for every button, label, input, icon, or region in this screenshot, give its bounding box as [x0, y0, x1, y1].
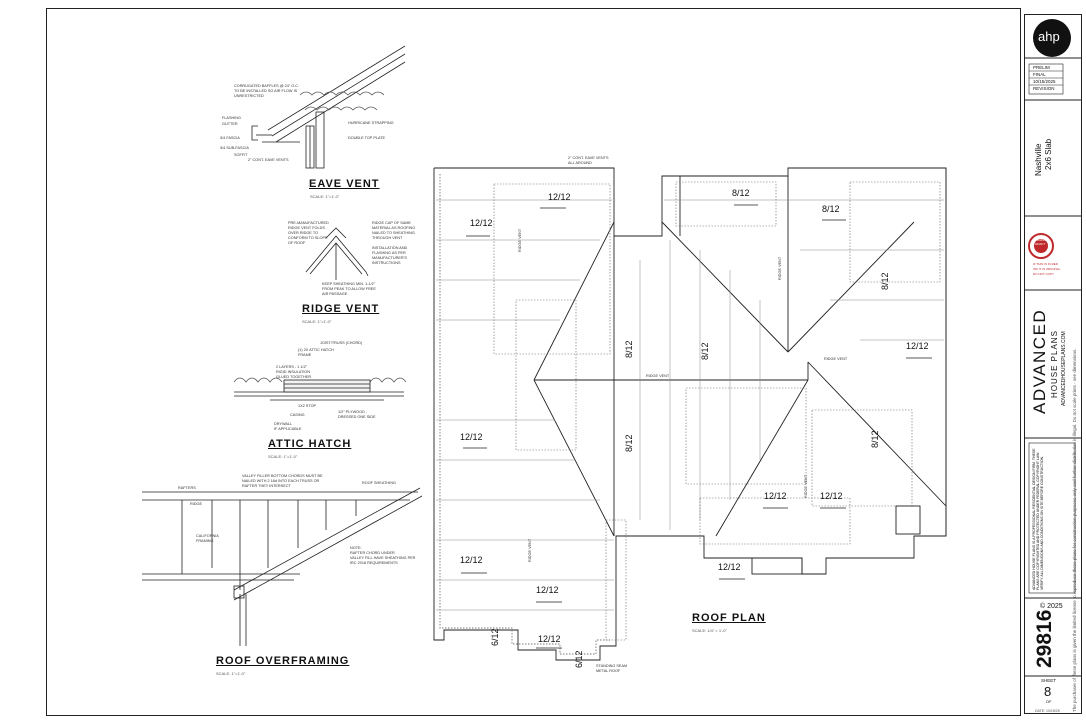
pitch-label: 6/12 [490, 628, 500, 646]
ridge-vent-label: RIDGE VENT [824, 357, 848, 361]
eave-vent-drawing [251, 45, 406, 169]
overframing-note-ridge: RIDGE [190, 502, 203, 506]
pitch-label: 6/12 [574, 650, 584, 668]
badge-note: IF THIS IS IN RED INK IT IS ORIGINAL DO … [1033, 262, 1061, 276]
eave-note-gutter: GUTTER [222, 122, 238, 126]
sheet-border [46, 8, 1021, 716]
ridge-vent-label: RIDGE VENT [646, 374, 670, 378]
sheet-label: SHEET [1041, 678, 1057, 683]
copyright: © 2025 [1040, 603, 1063, 610]
original-stamp [1028, 233, 1054, 259]
pitch-label: 12/12 [460, 555, 483, 565]
plan-number: 29816 [1033, 609, 1056, 668]
attic-hatch-title: ATTIC HATCH [268, 438, 352, 450]
plan-name: Nashville [1034, 143, 1043, 176]
roof-plan-bottom-note: STANDING SEAM METAL ROOF [596, 664, 628, 673]
roof-plan-title: ROOF PLAN [692, 612, 766, 624]
attic-note-plywood: 1/2" PLYWOOD - DRESSED ONE SIDE [338, 410, 376, 419]
sheet-of: OF [1046, 699, 1052, 704]
pitch-label: 12/12 [718, 562, 741, 572]
pitch-label: 12/12 [764, 491, 787, 501]
ridge-note-sheathing: KEEP SHEATHING MIN. 1-1/2" FROM PEAK TO … [322, 282, 376, 296]
attic-note-joist: JOIST/TRUSS (CHORD) [320, 341, 363, 345]
pitch-label: 8/12 [822, 204, 840, 214]
sheet-date: DATE: 10/15/25 [1035, 709, 1060, 713]
ridge-vent-label: RIDGE VENT [518, 228, 522, 252]
roof-plan-scale: SCALE: 1/4" = 1'-0" [692, 628, 727, 633]
pitch-label: 12/12 [906, 341, 929, 351]
legal-text: ADVANCED HOUSE PLANS IS A PROFESSIONAL R… [1032, 448, 1044, 590]
pitch-label: 12/12 [538, 634, 561, 644]
eave-vent-title: EAVE VENT [309, 178, 380, 190]
ridge-vent-label: RIDGE VENT [778, 256, 782, 280]
overframing-note-california: CALIFORNIA FRAMING [196, 534, 219, 543]
attic-note-stop: 1X2 STOP [298, 404, 317, 408]
company-name: ADVANCED [1030, 308, 1049, 414]
eave-note-strapping: HURRICANE STRAPPING [348, 121, 394, 125]
company-tagline: HOUSE PLANS [1050, 330, 1059, 398]
title-block [1024, 14, 1082, 714]
ridge-note-cap: RIDGE CAP OF SAME MATERIAL AS ROOFING NA… [372, 221, 416, 240]
pitch-label: 8/12 [624, 340, 634, 358]
badge-text: ORIGINAL DRAFT [1033, 238, 1048, 246]
status-date: 10/15/2025 [1033, 79, 1056, 84]
pitch-label: 12/12 [548, 192, 571, 202]
status-final: FINAL [1033, 72, 1046, 77]
pitch-label: 12/12 [460, 432, 483, 442]
company-website: ADVANCEDHOUSEPLANS.COM [1061, 331, 1067, 406]
ridge-vent-label: RIDGE VENT [804, 474, 808, 498]
ridge-vent-label: RIDGE VENT [528, 538, 532, 562]
ridge-note-install: INSTALLATION AND FLASHING AS PER MANUFAC… [372, 246, 408, 265]
eave-vent-scale: SCALE: 1"=1'-0" [310, 194, 340, 199]
overframing-note-rafters: RAFTERS [178, 486, 196, 490]
status-prelim: PRELIM [1033, 65, 1050, 70]
logo-badge [1033, 19, 1071, 57]
ridge-note-vent: PRE-MANUFACTURED RIDGE VENT FOLDS OVER R… [288, 221, 329, 245]
attic-note-frame: (1) 2X ATTIC HATCH FRAME [298, 348, 334, 357]
attic-note-insulation: 2 LAYERS - 1 1/2" RIGID INSULATION GLUED… [276, 365, 312, 379]
overframing-note-sheathing: ROOF SHEATHING [362, 481, 396, 485]
overframing-note-valley: VALLEY FILLER BOTTOM CHORDS MUST BE NAIL… [242, 474, 323, 488]
pitch-label: 12/12 [470, 218, 493, 228]
pitch-label: 8/12 [624, 434, 634, 452]
company-logo: ahp [1038, 29, 1060, 44]
eave-note-baffles: CORRUGATED BAFFLES @ 24" O.C. TO BE INST… [234, 84, 300, 98]
eave-note-vents: 2" CONT. EAVE VENTS [248, 158, 289, 162]
roof-overframing-scale: SCALE: 1"=1'-0" [216, 671, 246, 676]
eave-note-topplate: DOUBLE TOP PLATE [348, 136, 386, 140]
pitch-label: 8/12 [700, 342, 710, 360]
eave-note-subfascia: 3/4 SUB-FASCIA [220, 146, 249, 150]
disclaimer: The purchaser of these plans is given th… [1072, 348, 1077, 712]
roof-plan-top-note: 2" CONT. EAVE VENTS ALL AROUND [568, 156, 609, 165]
roof-overframing-title: ROOF OVERFRAMING [216, 655, 350, 667]
pitch-label: 8/12 [732, 188, 750, 198]
attic-hatch-scale: SCALE: 1"=1'-0" [268, 454, 298, 459]
attic-note-casing: CASING [290, 413, 305, 417]
eave-note-soffit: SOFFIT [234, 153, 248, 157]
pitch-label: 12/12 [820, 491, 843, 501]
status-revision: REVISION [1033, 86, 1055, 91]
ridge-vent-scale: SCALE: 1"=1'-0" [302, 319, 332, 324]
eave-note-fascia: 3/4 FASCIA [220, 136, 240, 140]
attic-hatch-drawing [233, 377, 407, 401]
attic-note-drywall: DRYWALL IF APPLICABLE [274, 422, 302, 431]
ridge-vent-title: RIDGE VENT [302, 303, 380, 315]
pitch-label: 8/12 [870, 430, 880, 448]
roof-overframing-drawing [142, 487, 423, 646]
eave-note-flashing: FLASHING [222, 116, 241, 120]
ridge-vent-drawing [305, 227, 369, 280]
sheet-number: 8 [1044, 684, 1052, 699]
overframing-note-rafter: NOTE: RAFTER CHORD UNDER VALLEY FILL HAV… [350, 546, 416, 565]
plan-sub: 2x6 Slab [1044, 138, 1053, 170]
pitch-label: 8/12 [880, 272, 890, 290]
roof-plan-drawing [433, 167, 947, 661]
pitch-label: 12/12 [536, 585, 559, 595]
